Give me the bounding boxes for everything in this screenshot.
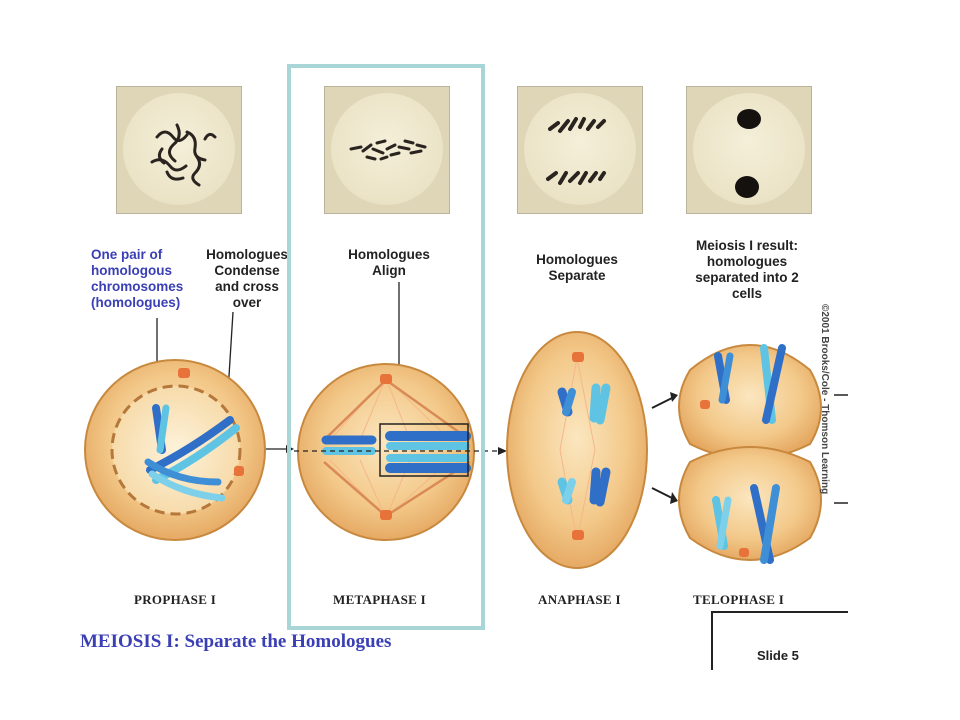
copyright-note: ©2001 Brooks/Cole - Thomson Learning (818, 304, 830, 516)
micrograph-anaphase (517, 86, 643, 214)
anaphase-cell (506, 331, 648, 569)
micrograph-prophase (116, 86, 242, 214)
slide-number: Slide 5 (757, 648, 799, 663)
phase-label-metaphase: METAPHASE I (333, 592, 426, 607)
phase-label-prophase: PROPHASE I (134, 592, 217, 607)
figure-title: MEIOSIS I: Separate the Homologues (80, 631, 392, 652)
phase-label-telophase: TELOPHASE I (693, 592, 785, 607)
label-condense: Homologues Condense and cross over (206, 247, 288, 310)
copyright-text: ©2001 Brooks/Cole - Thomson Learning (819, 304, 830, 495)
label-homologous-pair: One pair of homologous chromosomes (homo… (91, 247, 184, 310)
label-align: Homologues Align (348, 247, 430, 278)
metaphase-highlight-frame (287, 64, 485, 630)
label-result: Meiosis I result: homologues separated i… (695, 238, 799, 301)
metaphase-chromosomes-image (349, 139, 427, 161)
prophase-chromosomes-image (150, 123, 217, 187)
metaphase-cell (294, 363, 500, 541)
telophase-chromosomes-image (735, 109, 761, 198)
telophase-cells (678, 344, 822, 564)
micrograph-metaphase (324, 86, 450, 214)
label-separate: Homologues Separate (536, 252, 618, 283)
prophase-cell (84, 359, 266, 541)
anaphase-chromosomes-image (546, 117, 606, 185)
micrograph-telophase (686, 86, 812, 214)
phase-label-anaphase: ANAPHASE I (538, 592, 621, 607)
slide-number-box (711, 611, 848, 670)
